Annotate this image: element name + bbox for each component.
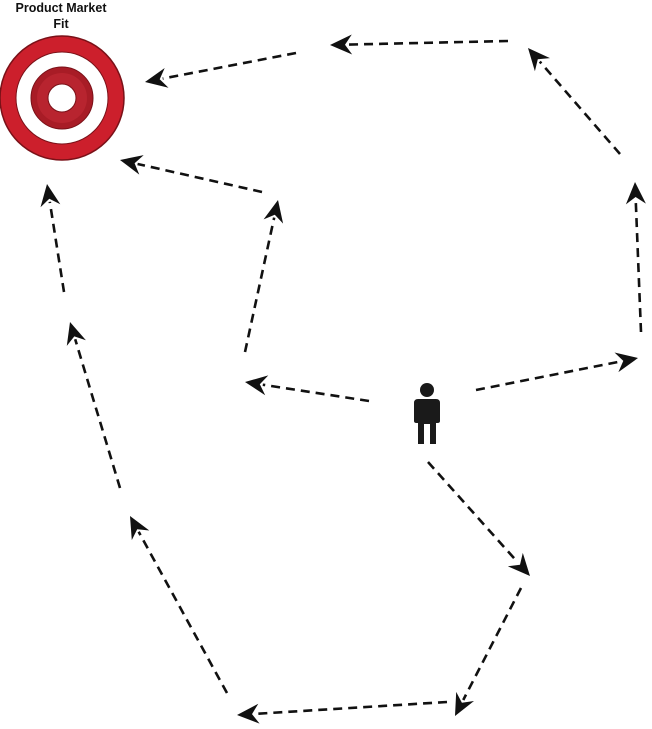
arrow-dashed-line	[427, 461, 519, 564]
person-head	[420, 383, 434, 397]
target-icon	[0, 35, 125, 161]
arrowhead-icon	[130, 516, 150, 541]
arrow-dashed-line	[73, 338, 122, 489]
arrow-dashed-line	[243, 217, 276, 353]
arrowhead-icon	[66, 322, 86, 346]
arrow-dashed-line	[137, 531, 229, 694]
arrowhead-icon	[120, 155, 144, 175]
arrowhead-icon	[237, 703, 260, 724]
arrow-dashed-line	[162, 51, 297, 80]
target-label-line-1: Product Market	[15, 1, 107, 15]
arrowhead-icon	[263, 200, 284, 224]
target-label-line-2: Fit	[53, 17, 69, 31]
arrow-dashed-line	[262, 383, 370, 403]
arrowhead-icon	[145, 68, 169, 88]
arrow-path-group	[40, 34, 646, 724]
arrowhead-icon	[507, 552, 530, 576]
arrow-dashed-line	[254, 700, 448, 716]
target-bullseye	[47, 83, 77, 113]
arrowhead-icon	[40, 184, 61, 208]
person-icon	[414, 383, 440, 444]
arrowhead-icon	[330, 34, 353, 55]
target-label: Product Market Fit	[0, 0, 122, 32]
arrowhead-icon	[455, 691, 474, 716]
arrowhead-icon	[625, 182, 646, 205]
arrow-dashed-line	[347, 39, 509, 46]
arrow-dashed-line	[538, 60, 621, 155]
arrow-dashed-line	[462, 587, 523, 701]
arrowhead-icon	[245, 375, 269, 396]
arrowhead-icon	[614, 352, 638, 373]
arrow-dashed-line	[48, 201, 66, 293]
arrow-dashed-line	[475, 360, 621, 392]
arrow-dashed-line	[634, 199, 643, 333]
arrow-dashed-line	[137, 162, 263, 194]
arrowhead-icon	[528, 48, 550, 72]
person-body	[414, 399, 440, 444]
